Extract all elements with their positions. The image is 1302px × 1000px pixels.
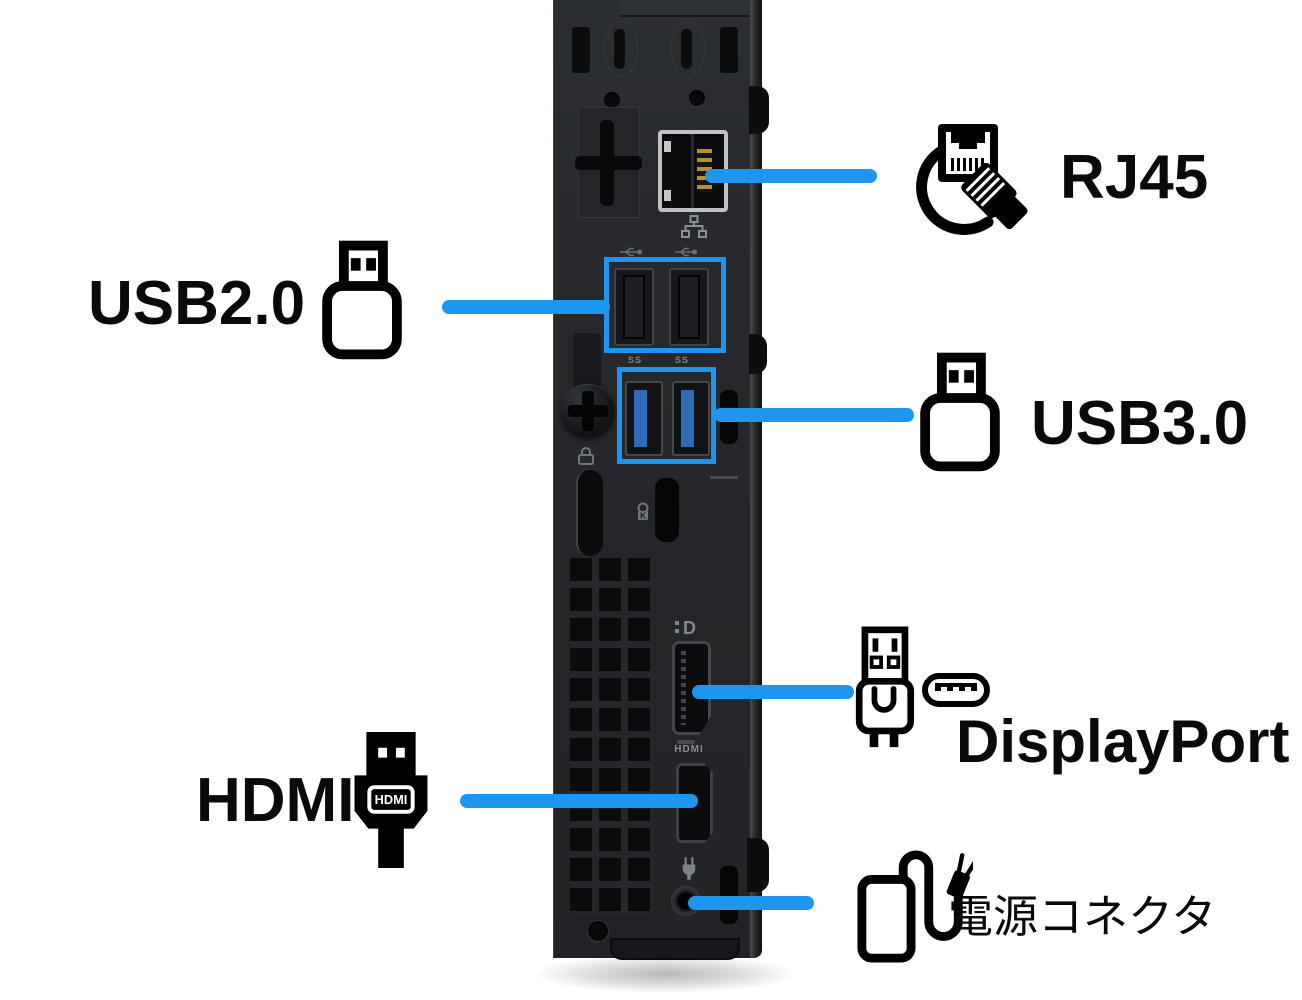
keyhole-slot-right (681, 29, 692, 69)
rj45-latch-top (664, 141, 671, 152)
side-channel (573, 333, 601, 389)
annotation-line-power (688, 896, 814, 910)
cross-cutout-horizontal (575, 156, 642, 170)
vent-grille (570, 558, 654, 914)
lock-loop-slot (576, 470, 603, 556)
side-bump-bottom (747, 838, 769, 892)
hdmi-plug-icon: HDMI (354, 732, 428, 868)
side-bump-top (749, 86, 769, 134)
panel-dash (677, 740, 695, 744)
usb3-ss-mark: SS (675, 355, 690, 365)
usb-drive-icon (920, 352, 1000, 472)
svg-text:K: K (640, 512, 646, 521)
rj45-port-divider (691, 134, 695, 208)
svg-text:HDMI: HDMI (375, 792, 408, 807)
usb2-port-1 (614, 268, 654, 346)
usb3-highlight-rect (617, 367, 716, 464)
usb-drive-icon (322, 240, 402, 360)
usb-symbol-icon (620, 247, 643, 257)
hdmi-label: HDMI (196, 766, 355, 835)
top-cover-edge (621, 0, 749, 17)
keyhole-outline-right (671, 21, 705, 77)
antenna-mount-recess (575, 107, 642, 218)
side-bump-middle (749, 334, 767, 374)
mount-slot-left (572, 27, 590, 73)
annotation-line-usb2 (442, 300, 610, 314)
panel-dash (710, 476, 738, 479)
usb2-highlight-rect (604, 257, 726, 353)
power-plug-glyph (682, 857, 696, 880)
usb3-ss-mark: SS (628, 355, 643, 365)
kensington-lock-icon: K (637, 502, 649, 521)
annotation-line-hdmi (460, 794, 698, 808)
chassis-foot (610, 938, 740, 960)
annotation-line-usb3 (714, 408, 914, 422)
keyhole-outline-left (604, 21, 638, 77)
usb-plug-icon (855, 626, 915, 748)
keyhole-slot-left (614, 29, 625, 69)
mini-connector-icon (922, 673, 990, 707)
displayport-logo: D (675, 618, 696, 637)
hdmi-port-label: HDMI (674, 744, 704, 755)
thumbscrew (561, 384, 615, 438)
pc-back-panel: SS SS K D HDMI (553, 0, 769, 960)
usb3-port-2 (672, 381, 710, 456)
ethernet-icon (681, 215, 707, 238)
screw-hole-bottom (587, 920, 609, 942)
annotation-line-rj45 (705, 169, 877, 183)
usb3-port-1 (625, 381, 663, 456)
usb2-port-2 (669, 268, 709, 346)
usb2-label: USB2.0 (88, 269, 306, 338)
usb-symbol-icon (675, 247, 698, 257)
mount-slot-right (720, 27, 738, 73)
power-label: 電源コネクタ (948, 890, 1217, 943)
annotation-line-displayport (692, 685, 854, 699)
padlock-icon (578, 447, 594, 465)
displayport-label: DisplayPort (956, 708, 1290, 775)
usb3-label: USB3.0 (1031, 389, 1249, 458)
svg-text:D: D (683, 618, 696, 637)
screw-hole-right (689, 90, 705, 106)
cable-slot-lower (720, 866, 738, 924)
power-adapter-icon (857, 850, 973, 963)
rj45-label: RJ45 (1060, 143, 1209, 212)
chassis-side-edge (750, 0, 762, 958)
rj45-cable-icon (916, 124, 1028, 235)
floor-shadow (540, 956, 790, 992)
rj45-latch-bottom (664, 190, 671, 201)
kensington-slot (655, 478, 679, 542)
screw-hole-left (604, 92, 620, 108)
